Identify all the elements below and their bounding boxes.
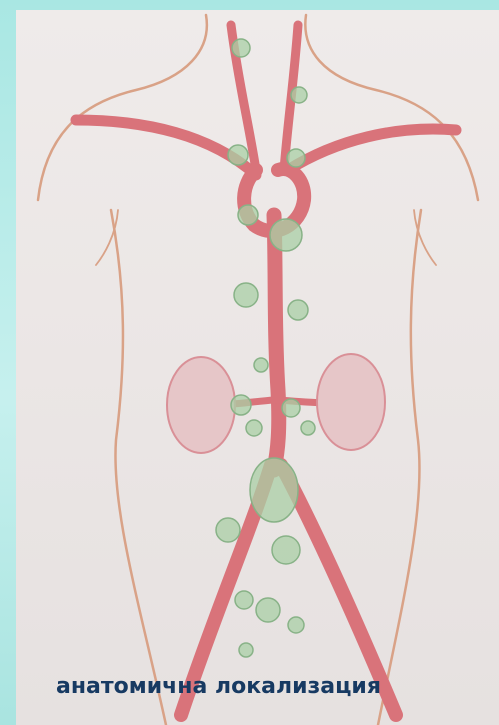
lymph-node-illustration — [16, 10, 499, 725]
anatomy-drawing — [16, 10, 499, 725]
caption-text: анатомична локализация — [56, 674, 476, 699]
